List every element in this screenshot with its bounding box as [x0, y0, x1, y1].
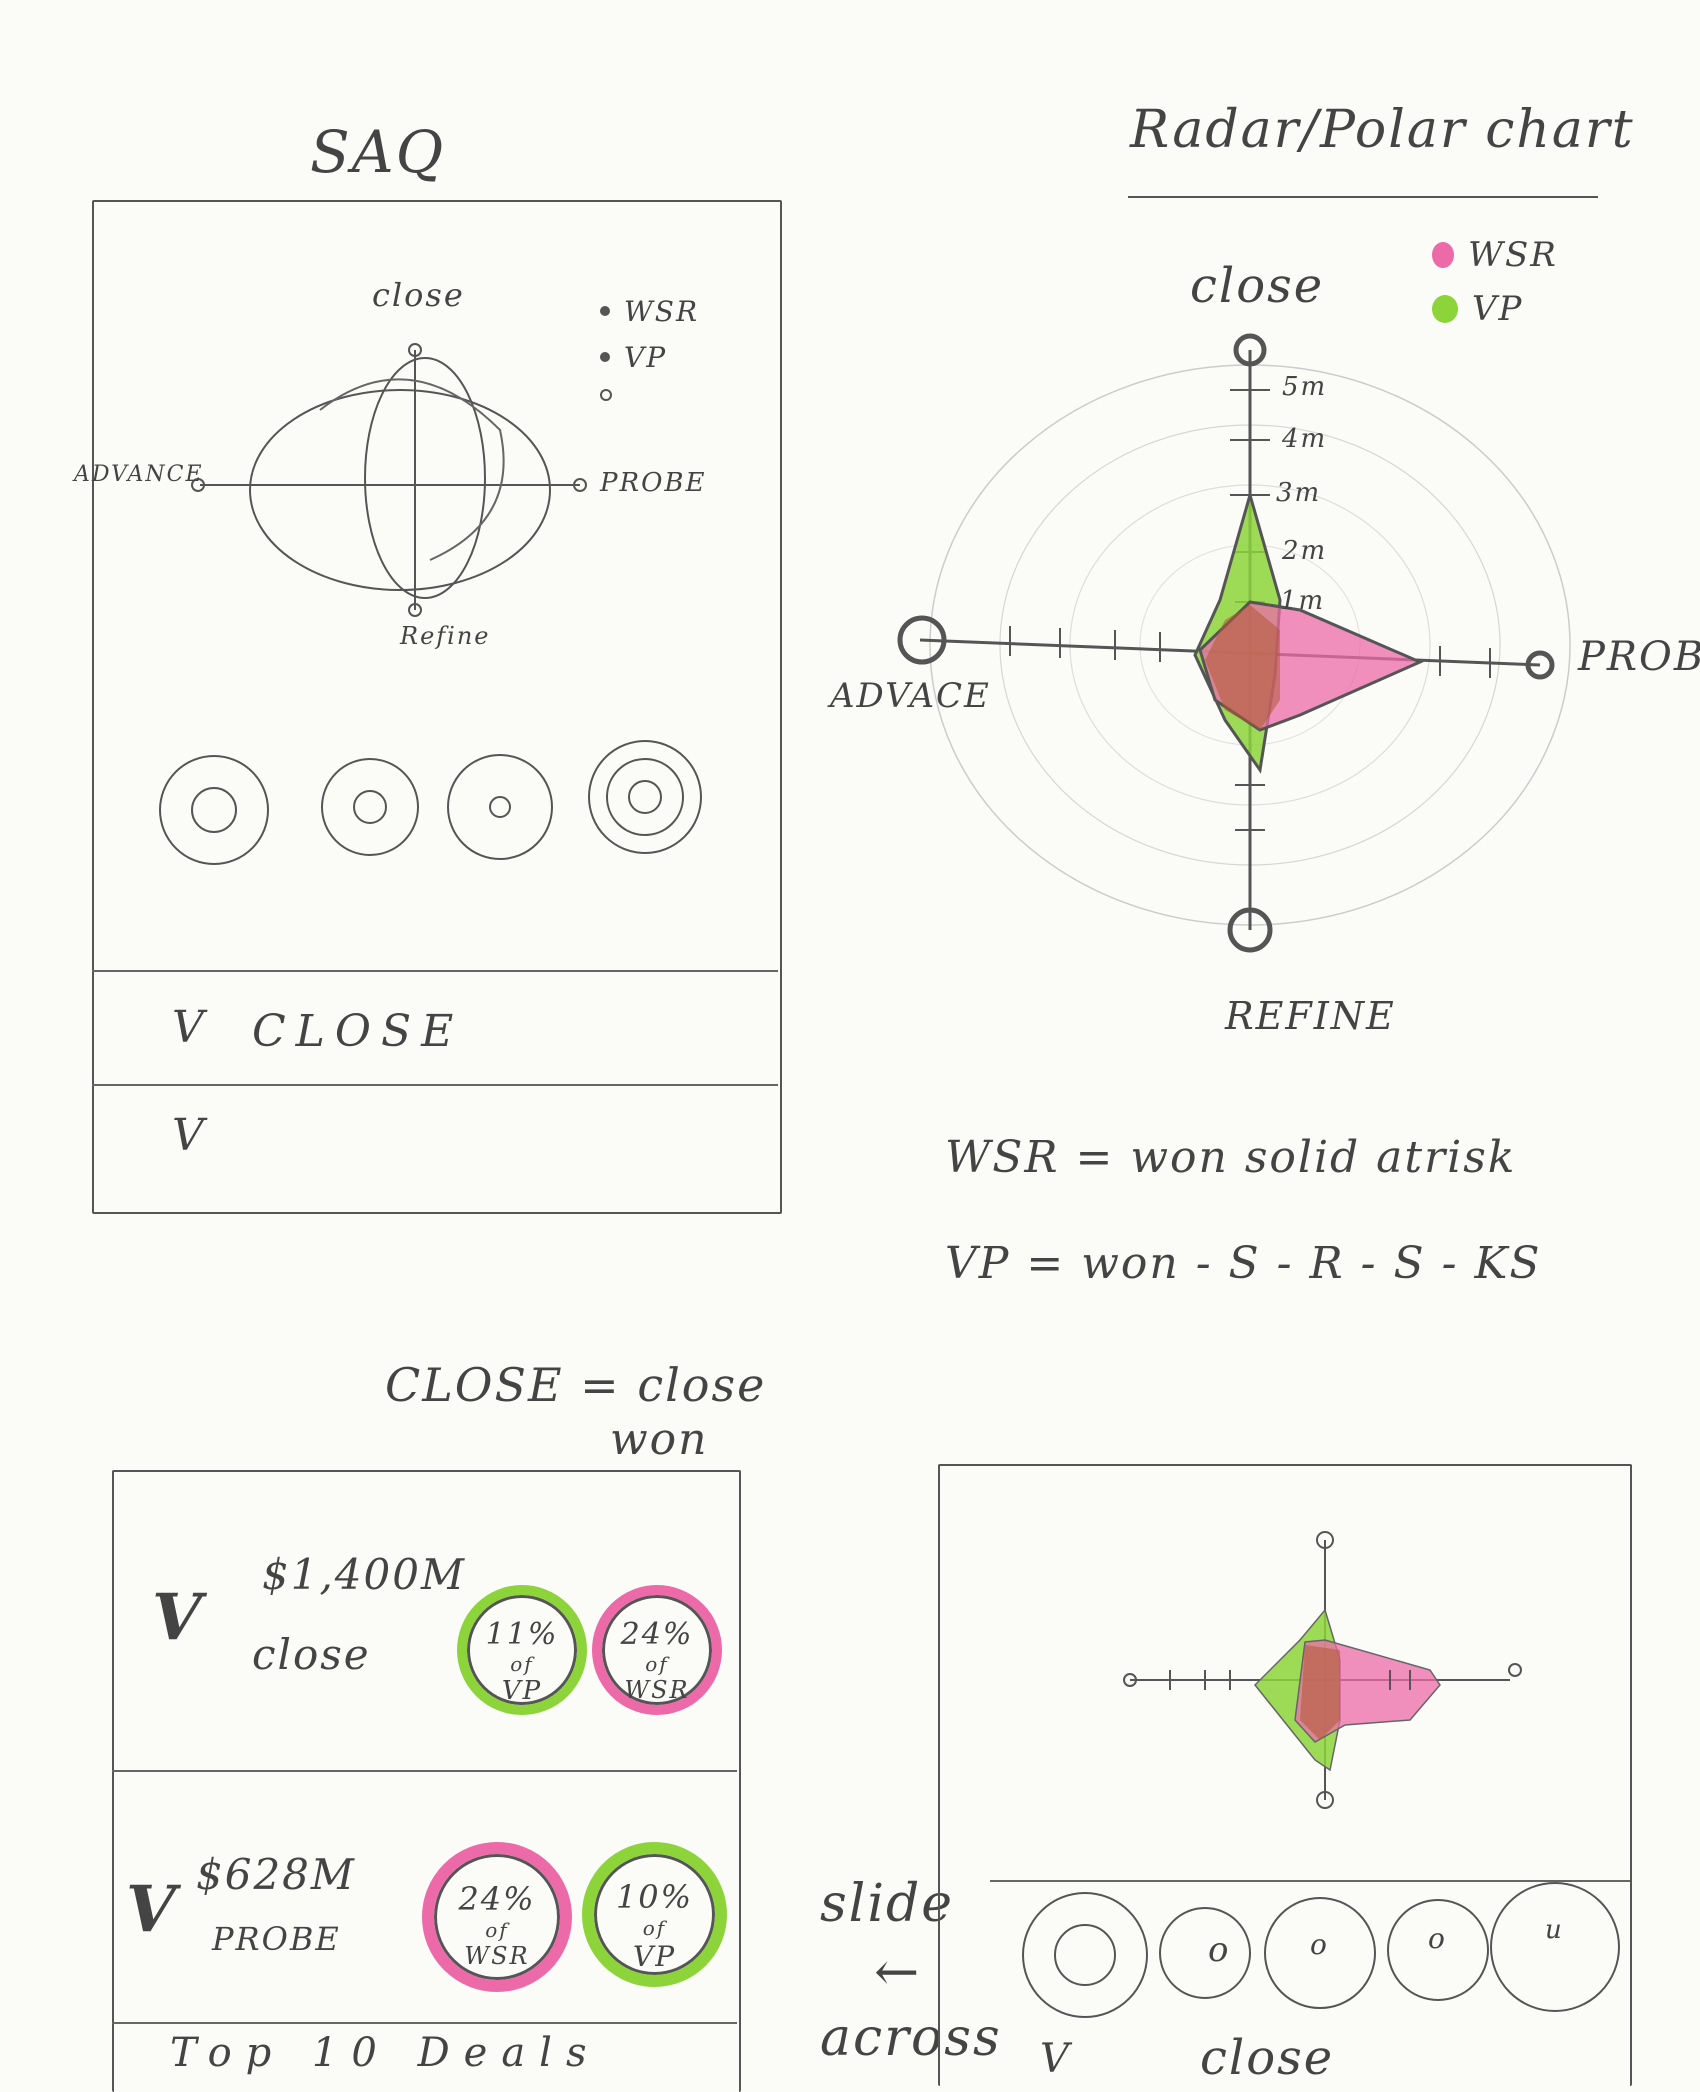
saq-row-close[interactable]: V CLOSE: [92, 972, 778, 1082]
deal-divider: [112, 1770, 737, 1772]
saq-card: [92, 200, 782, 1214]
check-icon: V: [152, 1580, 204, 1655]
saq-axis-refine: Refine: [400, 622, 491, 650]
radar-axis-advance: ADVACE: [830, 676, 991, 716]
badge-pct: 10%: [615, 1878, 694, 1916]
mini-radar-chart: [1123, 1531, 1522, 1809]
saq-divider: [92, 1084, 778, 1086]
carousel-dot[interactable]: [1159, 1907, 1251, 1999]
legend-dot-icon: [600, 389, 612, 401]
mini-carousel-mark: o: [1310, 1928, 1329, 1961]
slide-note-line1: slide: [820, 1874, 955, 1934]
radar-legend: WSR VP: [1432, 228, 1558, 336]
badge-of: of: [645, 1652, 669, 1676]
badge-name: WSR: [624, 1676, 690, 1704]
carousel-dot[interactable]: [321, 758, 419, 856]
mini-carousel-mark: o: [1428, 1922, 1447, 1955]
radar-tick-1m: 1m: [1280, 586, 1326, 616]
carousel-dot[interactable]: [447, 754, 553, 860]
radar-legend-vp: VP: [1472, 289, 1524, 329]
badge-vp: 10% of VP: [582, 1842, 727, 1987]
radar-legend-wsr: WSR: [1468, 235, 1558, 275]
mini-carousel[interactable]: [1010, 1882, 1650, 2025]
mini-carousel-mark: o: [1208, 1930, 1231, 1970]
deal-divider: [112, 2022, 737, 2024]
badge-wsr: 24% of WSR: [422, 1842, 572, 1992]
definition-wsr: WSR = won solid atrisk: [945, 1132, 1517, 1183]
carousel-dot[interactable]: [1387, 1899, 1489, 2001]
radar-title: Radar/Polar chart: [1130, 100, 1635, 160]
saq-divider: [92, 970, 778, 972]
legend-swatch-vp: [1432, 295, 1458, 323]
badge-pct: 24%: [620, 1617, 694, 1652]
close-note-line2: won: [610, 1414, 709, 1465]
saq-title: SAQ: [310, 118, 446, 186]
radar-title-underline: [1128, 196, 1598, 198]
saq-axis-advance: ADVANCE: [74, 462, 204, 487]
legend-dot-icon: [600, 352, 610, 362]
check-icon: V: [172, 1110, 206, 1161]
badge-of: of: [642, 1916, 667, 1940]
definition-vp: VP = won - S - R - S - KS: [945, 1238, 1542, 1289]
saq-legend-vp: VP: [624, 340, 668, 374]
radar-tick-5m: 5m: [1282, 372, 1328, 402]
radar-tick-2m: 2m: [1282, 536, 1328, 566]
deal-stage: close: [252, 1630, 371, 1679]
saq-row-label: CLOSE: [252, 1006, 464, 1057]
deal-row[interactable]: V $628M PROBE 24% of WSR 10% of VP: [112, 1772, 737, 2022]
radar-axis-probe: PROBE: [1578, 634, 1700, 680]
badge-name: VP: [501, 1676, 543, 1706]
close-note-line1: CLOSE = close: [385, 1358, 767, 1412]
mini-carousel-mark: u: [1545, 1915, 1564, 1945]
badge-name: VP: [632, 1940, 677, 1973]
deal-stage: PROBE: [212, 1920, 341, 1958]
saq-legend-wsr: WSR: [624, 294, 700, 328]
saq-radar-sketch: [191, 343, 587, 617]
mini-card: [938, 1464, 1632, 2086]
badge-vp: 11% of VP: [457, 1585, 587, 1715]
mini-row-check[interactable]: V: [1040, 2036, 1071, 2082]
saq-legend: WSR VP: [600, 288, 699, 410]
carousel-dot[interactable]: [1490, 1882, 1620, 2012]
deals-footer[interactable]: Top 10 Deals: [170, 2030, 601, 2076]
deal-amount: $1,400M: [262, 1550, 466, 1599]
saq-axis-probe: PROBE: [600, 468, 707, 498]
saq-axis-close: close: [372, 276, 465, 314]
carousel-dot[interactable]: [588, 740, 702, 854]
deal-row[interactable]: V $1,400M close 11% of VP 24% of WSR: [112, 1470, 737, 1770]
slide-arrow-icon: ←: [874, 1940, 922, 2003]
badge-wsr: 24% of WSR: [592, 1585, 722, 1715]
legend-swatch-wsr: [1432, 242, 1454, 268]
legend-dot-icon: [600, 306, 610, 316]
badge-of: of: [510, 1652, 534, 1676]
radar-tick-3m: 3m: [1276, 478, 1322, 508]
mini-row-label[interactable]: close: [1200, 2030, 1335, 2086]
mini-divider: [990, 1880, 1630, 1882]
saq-row-2[interactable]: V: [92, 1086, 778, 1196]
badge-of: of: [485, 1918, 509, 1942]
check-icon: V: [126, 1872, 178, 1947]
carousel-dot[interactable]: [159, 755, 269, 865]
radar-axis-refine: REFINE: [1225, 994, 1396, 1038]
radar-tick-4m: 4m: [1282, 424, 1328, 454]
badge-name: WSR: [464, 1942, 530, 1970]
carousel-dot[interactable]: [1264, 1897, 1376, 2009]
check-icon: V: [172, 1002, 206, 1053]
carousel-dot[interactable]: [1022, 1892, 1148, 2018]
deals-card: [112, 1470, 741, 2092]
badge-pct: 24%: [458, 1880, 536, 1918]
deal-amount: $628M: [196, 1850, 356, 1899]
badge-pct: 11%: [485, 1617, 559, 1652]
radar-axis-close: close: [1190, 258, 1325, 314]
slide-note-line2: across: [820, 2008, 1002, 2068]
radar-chart: [897, 333, 1571, 953]
saq-carousel[interactable]: [150, 740, 790, 875]
